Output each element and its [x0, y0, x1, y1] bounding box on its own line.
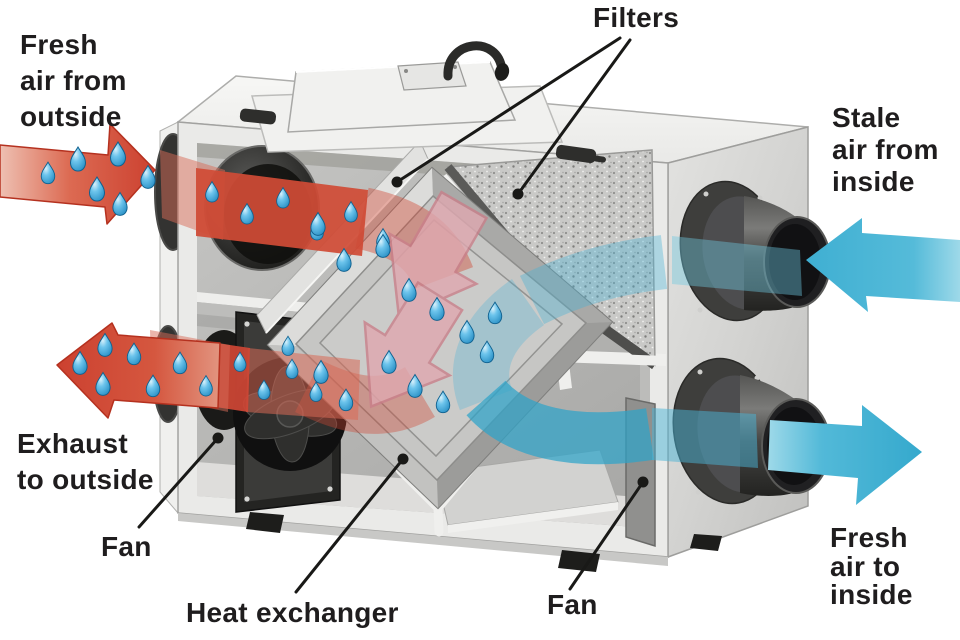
power-cable	[443, 41, 507, 81]
labels: Fresh air from outside Filters Stale air…	[17, 2, 939, 628]
label-fresh-air-to-inside: Fresh air to inside	[830, 522, 913, 610]
cabinet-base-skirt	[178, 513, 668, 566]
label-line: Heat exchanger	[186, 597, 399, 628]
leader-heat-exchanger	[294, 457, 405, 594]
lid-clips	[239, 108, 606, 164]
stale-air-in-arrow	[806, 218, 960, 312]
label-stale-air-from-inside: Stale air from inside	[832, 102, 939, 197]
label-line: Filters	[593, 2, 679, 33]
label-line: air from	[20, 65, 127, 96]
label-line: to outside	[17, 464, 154, 495]
label-line: Fresh	[20, 29, 98, 60]
cable-grommet	[494, 63, 510, 81]
label-line: inside	[832, 166, 915, 197]
leader-filters-right	[516, 38, 632, 196]
label-line: Stale	[832, 102, 900, 133]
electrical-box	[287, 61, 517, 133]
fresh-air-out-arrow	[768, 405, 922, 505]
top-details	[239, 41, 606, 164]
leader-lines	[137, 36, 645, 594]
fresh-out-band-over-port	[652, 408, 758, 468]
leader-dots	[212, 176, 649, 488]
label-fan-right: Fan	[547, 589, 598, 620]
label-line: outside	[20, 101, 122, 132]
label-line: inside	[830, 579, 913, 610]
label-fresh-air-from-outside: Fresh air from outside	[20, 29, 127, 132]
label-line: Fan	[547, 589, 598, 620]
leader-filters-left	[395, 36, 622, 184]
cabinet-feet	[246, 512, 722, 572]
stale-air-band-over-port	[672, 236, 802, 296]
label-heat-exchanger: Heat exchanger	[186, 597, 399, 628]
leader-fan-right	[568, 480, 645, 591]
label-exhaust-to-outside: Exhaust to outside	[17, 428, 154, 495]
label-line: air to	[830, 551, 900, 582]
label-line: Fresh	[830, 522, 908, 553]
fresh-air-in-arrow	[0, 123, 156, 225]
label-line: Exhaust	[17, 428, 128, 459]
label-line: Fan	[101, 531, 152, 562]
leader-fan-left	[137, 436, 220, 529]
label-filters: Filters	[593, 2, 679, 33]
label-fan-left: Fan	[101, 531, 152, 562]
label-line: air from	[832, 134, 939, 165]
